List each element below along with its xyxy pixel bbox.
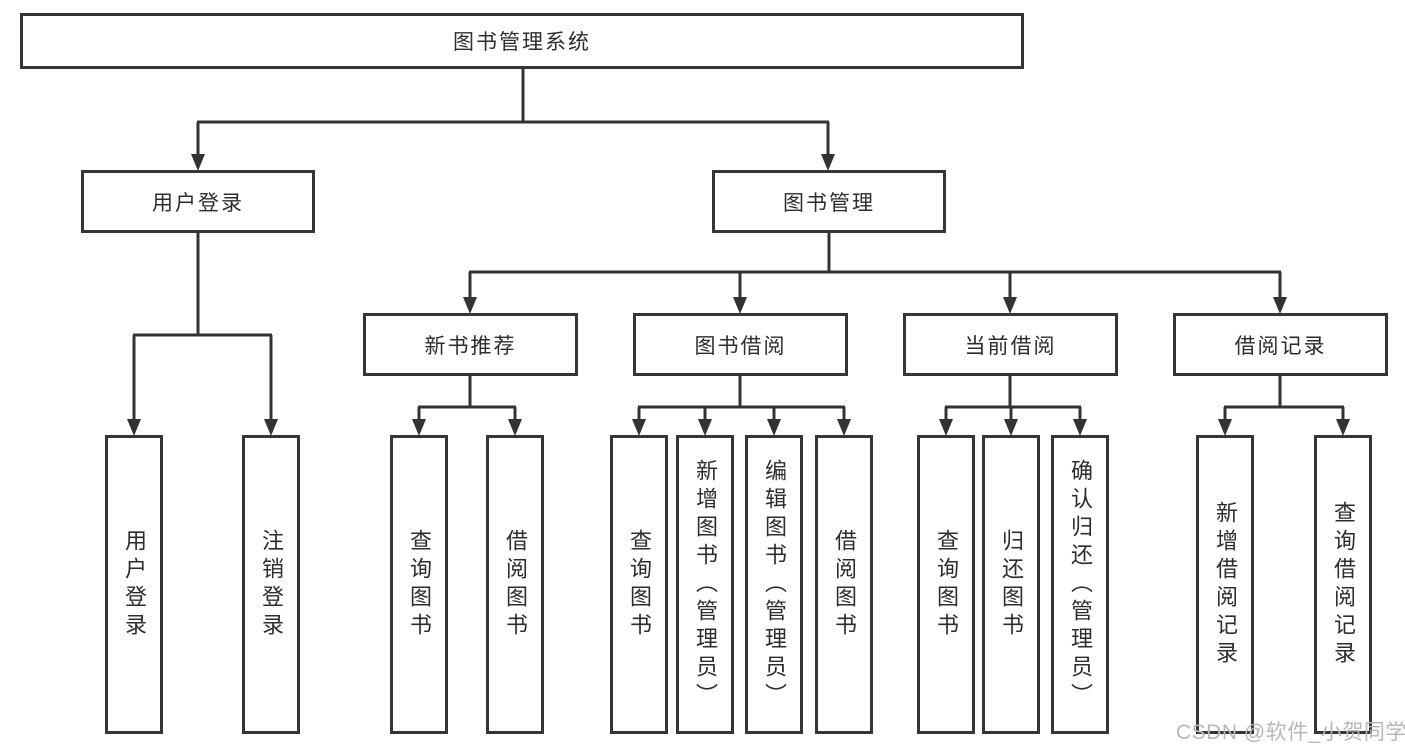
leaf-logout: 注销登录 — [242, 435, 300, 734]
node-book-management-branch: 图书管理 — [712, 170, 946, 233]
connector-records-split — [1223, 376, 1345, 423]
leaf-query-books-current: 查询图书 — [917, 435, 975, 734]
leaf-query-books-recommend-label: 查询图书 — [407, 528, 432, 641]
leaf-query-books-current-label: 查询图书 — [934, 528, 959, 641]
leaf-add-borrow-record: 新增借阅记录 — [1196, 435, 1254, 734]
leaf-logout-label: 注销登录 — [259, 528, 284, 641]
connector-user-login-split — [132, 233, 273, 422]
leaf-query-borrow-record: 查询借阅记录 — [1314, 435, 1372, 734]
watermark: CSDN @软件_小贺同学 — [1176, 721, 1405, 744]
leaf-return-books-label: 归还图书 — [999, 528, 1024, 641]
leaf-confirm-return-admin-label: 确认归还（管理员） — [1068, 458, 1093, 711]
node-new-book-recommend: 新书推荐 — [363, 313, 578, 376]
leaf-edit-book-admin-label: 编辑图书（管理员） — [762, 458, 787, 711]
leaf-add-book-admin: 新增图书（管理员） — [676, 435, 734, 734]
leaf-query-books-borrow-label: 查询图书 — [627, 528, 652, 641]
node-user-login-branch: 用户登录 — [81, 170, 315, 233]
leaf-borrow-books-recommend: 借阅图书 — [486, 435, 544, 734]
connector-book-management-split — [468, 233, 1282, 300]
leaf-query-books-borrow: 查询图书 — [610, 435, 668, 734]
leaf-add-book-admin-label: 新增图书（管理员） — [693, 458, 718, 711]
leaf-user-login: 用户登录 — [105, 435, 163, 734]
leaf-user-login-label: 用户登录 — [122, 528, 147, 641]
leaf-query-borrow-record-label: 查询借阅记录 — [1331, 500, 1356, 669]
leaf-edit-book-admin: 编辑图书（管理员） — [745, 435, 803, 734]
node-library-management-system: 图书管理系统 — [20, 13, 1024, 69]
connector-root-split — [196, 69, 830, 157]
connector-current-borrow-split — [944, 376, 1082, 423]
leaf-return-books: 归还图书 — [982, 435, 1040, 734]
leaf-query-books-recommend: 查询图书 — [390, 435, 448, 734]
node-current-borrowing: 当前借阅 — [903, 313, 1118, 376]
connector-new-book-split — [417, 376, 517, 423]
node-borrowing-records: 借阅记录 — [1173, 313, 1388, 376]
leaf-borrow-books-recommend-label: 借阅图书 — [503, 528, 528, 641]
leaf-borrow-books-borrow-label: 借阅图书 — [832, 528, 857, 641]
connector-book-borrow-split — [637, 376, 846, 423]
leaf-borrow-books-borrow: 借阅图书 — [815, 435, 873, 734]
leaf-add-borrow-record-label: 新增借阅记录 — [1213, 500, 1238, 669]
node-book-borrowing: 图书借阅 — [633, 313, 848, 376]
leaf-confirm-return-admin: 确认归还（管理员） — [1051, 435, 1109, 734]
